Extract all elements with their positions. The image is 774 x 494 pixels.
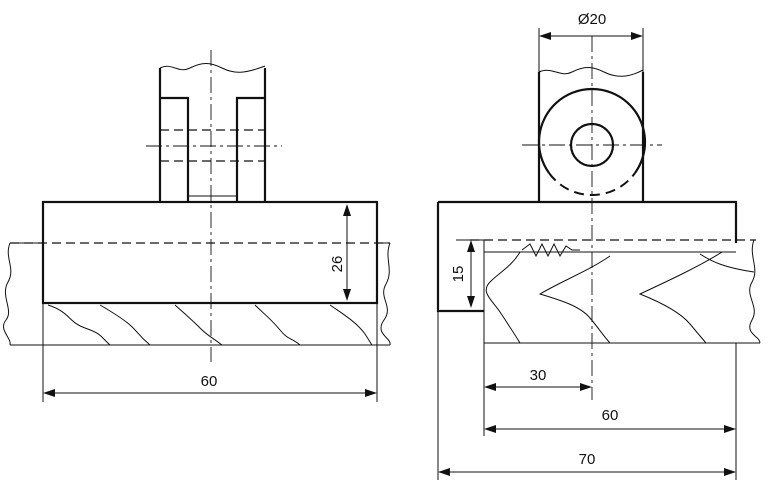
front-dim-26-arrow-top (343, 204, 351, 216)
front-dim-26-arrow-bottom (343, 289, 351, 301)
front-dim-26-label: 26 (329, 256, 346, 273)
front-grain-4 (254, 304, 301, 346)
front-grain-5 (329, 304, 373, 346)
side-outer-circle-hidden (548, 172, 636, 196)
side-dim-d20-arrow-right (631, 32, 643, 40)
side-dim-70-label: 70 (579, 451, 596, 468)
side-dim-d20-arrow-left (539, 32, 551, 40)
side-dim-15-arrow-bottom (467, 296, 475, 308)
side-dim-30-arrow-right (580, 383, 592, 391)
front-block (41, 200, 379, 305)
front-dim-60-arrow-left (43, 389, 55, 397)
front-view: 26 60 (3, 50, 391, 402)
side-grain-2 (538, 255, 611, 344)
side-dim-70-arrow-left (438, 468, 450, 476)
front-grain-2 (99, 304, 151, 346)
side-view: Ø20 15 30 60 (436, 11, 761, 480)
front-dim-60-arrow-right (365, 389, 377, 397)
front-post-break-line (159, 63, 266, 73)
side-post-break-line (538, 67, 644, 77)
side-dim-60-arrow-left (484, 425, 496, 433)
side-outer-circle (537, 88, 647, 174)
side-dim-70-arrow-right (724, 468, 736, 476)
front-grain-3 (174, 304, 223, 346)
front-base-break-left (3, 242, 12, 346)
side-dim-60-label: 60 (602, 407, 619, 424)
side-grain-3 (638, 251, 723, 344)
side-spring-zigzag (521, 242, 580, 258)
front-slot-outline (160, 96, 265, 202)
side-dim-d20-label: Ø20 (578, 11, 606, 28)
side-grain-4 (699, 253, 755, 273)
side-dim-60-arrow-right (724, 425, 736, 433)
front-base-plate-edges (10, 242, 390, 346)
front-dim-60-label: 60 (201, 373, 218, 390)
side-dim-30-arrow-left (484, 383, 496, 391)
side-grain-1 (485, 251, 521, 344)
front-base-break-right (380, 242, 391, 346)
front-post-outline (158, 68, 267, 202)
side-base-break-right (749, 239, 761, 344)
side-block (436, 200, 738, 313)
side-base-plate-edges (483, 240, 760, 344)
side-dim-15-arrow-top (467, 240, 475, 252)
side-dim-15-label: 15 (450, 266, 467, 283)
front-grain-1 (47, 304, 111, 346)
side-dim-30-label: 30 (530, 367, 547, 384)
